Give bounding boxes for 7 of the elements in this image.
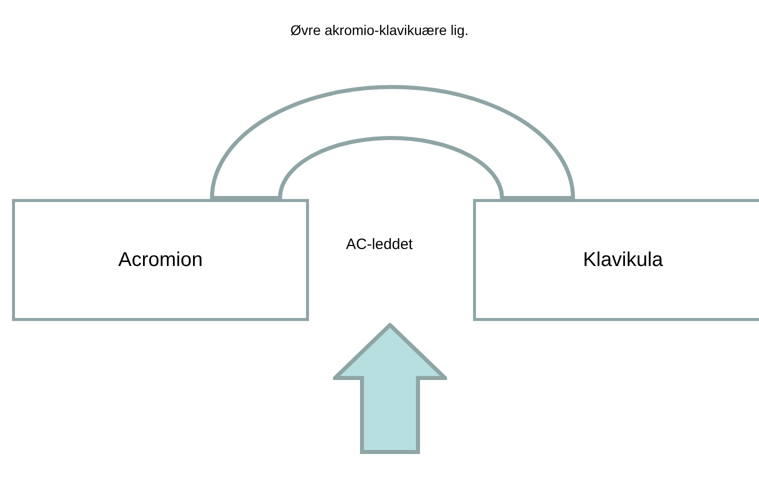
bone-box <box>473 199 759 321</box>
joint-label: AC-leddet <box>346 236 413 253</box>
diagram-title: Øvre akromio-klavikuære lig. <box>289 22 470 38</box>
bone-label: Acromion <box>118 248 203 272</box>
bone-label: Klavikula <box>582 248 664 272</box>
bone-box <box>12 199 309 321</box>
ligament-band <box>210 85 575 200</box>
